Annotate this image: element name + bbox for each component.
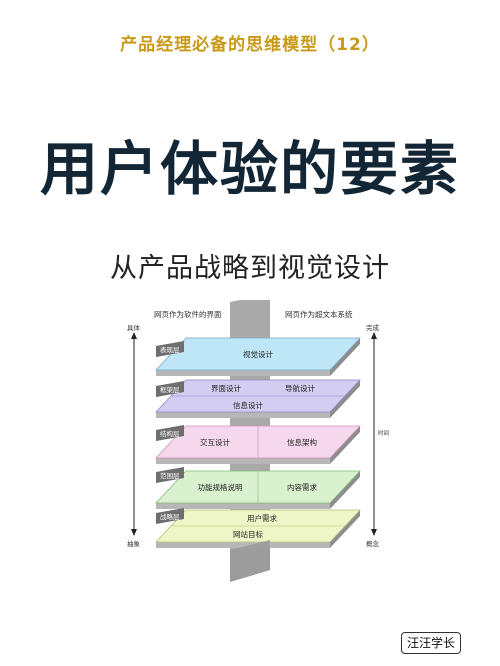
- layer-scope-tag-bg: [156, 467, 184, 483]
- layer-strategy: 战略层 用户需求 网站目标: [155, 508, 361, 548]
- series-title: 产品经理必备的思维模型（12）: [120, 35, 380, 55]
- right-heading: 网页作为超文本系统: [285, 309, 353, 319]
- ux-elements-diagram: 网页作为软件的界面 网页作为超文本系统 具体 抽象 完成 概念 时间 表现层 视…: [127, 300, 389, 582]
- layer-strategy-tag: 战略层: [160, 512, 180, 521]
- box-visual-design: 视觉设计: [243, 349, 273, 359]
- layer-structure-tag-bg: [156, 425, 184, 441]
- box-interface-design: 界面设计: [211, 383, 241, 393]
- box-information-architecture: 信息架构: [287, 437, 317, 447]
- box-interaction-design: 交互设计: [200, 437, 230, 447]
- box-information-design: 信息设计: [233, 400, 263, 410]
- layer-strategy-tag-bg: [156, 508, 184, 524]
- author-badge: 汪汪学长: [401, 632, 461, 654]
- box-navigation-design: 导航设计: [285, 383, 315, 393]
- layer-scope: 范围层 功能规格说明 内容需求: [155, 467, 361, 509]
- layer-surface-tag-bg: [156, 341, 184, 357]
- box-user-needs: 用户需求: [247, 513, 277, 523]
- layer-skeleton-tag-bg: [156, 381, 184, 397]
- layer-skeleton: 框架层 界面设计 导航设计 信息设计: [155, 379, 361, 418]
- left-axis-bottom: 抽象: [127, 539, 141, 548]
- right-axis-middle: 时间: [378, 429, 389, 437]
- box-functional-specs: 功能规格说明: [198, 482, 243, 492]
- layer-skeleton-tag: 框架层: [160, 385, 180, 394]
- layer-structure: 结构层 交互设计 信息架构: [155, 425, 361, 464]
- right-axis-bottom: 概念: [366, 539, 380, 548]
- left-axis-top: 具体: [127, 323, 141, 332]
- left-heading: 网页作为软件的界面: [154, 309, 222, 319]
- layer-scope-tag: 范围层: [160, 471, 180, 480]
- page-title: 用户体验的要素: [39, 135, 460, 203]
- page-subtitle: 从产品战略到视觉设计: [110, 253, 390, 284]
- layer-surface: 表现层 视觉设计: [155, 337, 361, 376]
- box-site-objectives: 网站目标: [233, 529, 263, 539]
- layer-structure-tag: 结构层: [160, 429, 180, 438]
- layer-surface-tag: 表现层: [160, 345, 180, 354]
- right-axis-top: 完成: [366, 323, 380, 332]
- box-content-requirements: 内容需求: [287, 482, 317, 492]
